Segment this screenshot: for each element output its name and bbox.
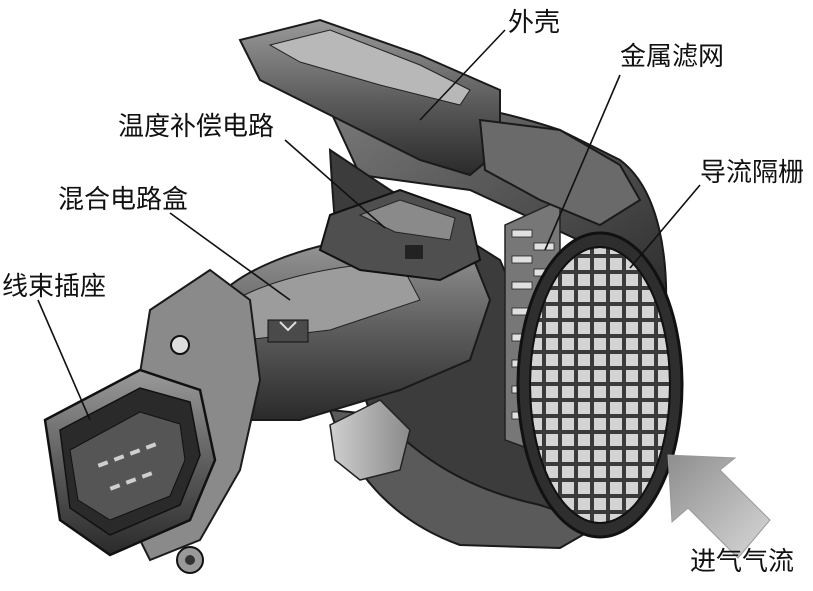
temp-compensation-module [318, 188, 482, 282]
leader-line-harness [37, 299, 91, 421]
filter-strip [533, 242, 555, 251]
harness-socket [43, 268, 262, 574]
hybrid-circuit-box [213, 233, 492, 421]
label-metal-filter: 金属滤网 [620, 42, 725, 72]
leader-line-temp-comp [284, 139, 386, 229]
leader-line-hybrid-box [169, 212, 291, 301]
label-harness-socket: 线束插座 [2, 272, 107, 302]
label-hybrid-circuit-box: 混合电路盒 [58, 185, 189, 215]
filter-strip [511, 281, 533, 290]
filter-strip [511, 229, 533, 238]
flow-grid [516, 231, 684, 539]
label-temp-compensation-circuit: 温度补偿电路 [118, 112, 275, 142]
leader-lines [37, 29, 701, 421]
housing-foot [329, 399, 411, 481]
label-housing: 外壳 [508, 8, 561, 38]
intake-airflow-arrow [667, 454, 771, 559]
label-intake-airflow: 进气气流 [690, 547, 795, 577]
leader-line-flow-grid [629, 184, 701, 269]
leader-line-metal-filter [544, 74, 621, 251]
label-flow-grid: 导流隔栅 [700, 158, 805, 188]
leader-line-housing [419, 29, 506, 121]
filter-strip [511, 255, 533, 264]
housing-flange [478, 118, 642, 227]
